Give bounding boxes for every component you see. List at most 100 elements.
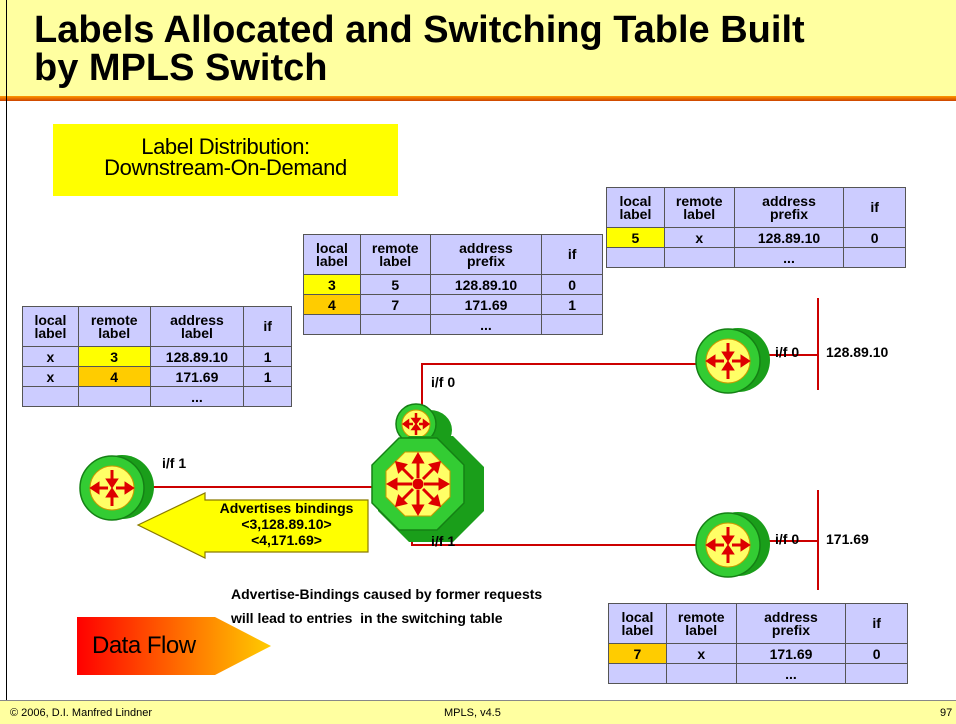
table-row: ... [608,663,908,684]
advertise-line-3: <4,171.69> [251,532,322,548]
cell-if: 1 [243,346,292,367]
router-top-right-icon [695,328,770,394]
cell-address: ... [735,663,847,684]
router-bottom-right-icon [695,512,770,578]
cell-remote-label: 3 [77,346,151,367]
cell-address: ... [429,314,543,335]
left-border-line [6,0,7,700]
cell-address: 128.89.10 [429,274,543,295]
header-local-label: local label [22,306,79,347]
label-distribution-line-1: Label Distribution: [141,134,310,159]
cell-local-label: 3 [303,274,361,295]
cell-remote-label: 4 [77,366,151,387]
data-flow-label: Data Flow [92,632,196,659]
interface-label-router-bottom: i/f 0 [775,531,800,547]
data-flow-arrow-shape [77,617,271,675]
network-label-171-69: 171.69 [826,531,869,547]
cell-local-label [606,247,665,268]
cell-address: 128.89.10 [149,346,245,367]
binding-note: Advertise-Bindings caused by former requ… [231,582,542,630]
cell-if [243,386,292,407]
table-row: 3 5 128.89.10 0 [303,274,603,295]
advertise-bindings-text: Advertises bindings <3,128.89.10> <4,171… [205,500,368,548]
header-address-prefix: address prefix [733,187,845,228]
table-row: 7 x 171.69 0 [608,643,908,664]
footer-copyright: © 2006, D.I. Manfred Lindner [10,707,153,719]
link-switch-to-top-router [421,363,720,405]
cell-remote-label [77,386,151,407]
table-header-row: local label remote label address prefix … [608,603,908,644]
mpls-switch-icon [371,403,484,542]
cell-local-label: 4 [303,294,361,315]
switching-table-left: local label remote label address label i… [22,306,292,407]
cell-local-label [608,663,667,684]
cell-remote-label [359,314,431,335]
cell-local-label: x [22,346,79,367]
cell-remote-label: x [665,643,737,664]
header-remote-label: remote label [359,234,431,275]
switching-table-switch: local label remote label address prefix … [303,234,603,335]
header-remote-label: remote label [663,187,735,228]
footer-page-number: 97 [940,707,953,719]
interface-label-router-top: i/f 0 [775,344,800,360]
cell-if: 1 [243,366,292,387]
label-distribution-line-2: Downstream-On-Demand [104,155,347,180]
title-bar: Labels Allocated and Switching Table Bui… [0,0,956,100]
router-left-icon [79,455,154,521]
table-row: 5 x 128.89.10 0 [606,227,906,248]
cell-local-label [22,386,79,407]
cell-remote-label: 5 [359,274,431,295]
cell-address: ... [149,386,245,407]
title-line-1: Labels Allocated and Switching Table Bui… [34,9,805,51]
header-if: if [845,603,908,644]
cell-if [843,247,906,268]
table-header-row: local label remote label address prefix … [606,187,906,228]
interface-label-switch-bottom: i/f 1 [431,533,456,549]
cell-local-label: 7 [608,643,667,664]
cell-remote-label: x [663,227,735,248]
header-if: if [843,187,906,228]
table-row: x 4 171.69 1 [22,366,292,387]
interface-label-switch-top: i/f 0 [431,374,456,390]
cell-address: 171.69 [149,366,245,387]
cell-if: 0 [843,227,906,248]
header-address-label: address label [149,306,245,347]
header-if: if [541,234,603,275]
interface-label-switch-left: i/f 1 [162,455,187,471]
header-remote-label: remote label [665,603,737,644]
header-remote-label: remote label [77,306,151,347]
table-header-row: local label remote label address prefix … [303,234,603,275]
switching-table-bottom-right: local label remote label address prefix … [608,603,908,684]
title-line-2: by MPLS Switch [34,47,328,89]
cell-address: 128.89.10 [733,227,845,248]
header-address-prefix: address prefix [429,234,543,275]
cell-address: 171.69 [429,294,543,315]
footer-bar: © 2006, D.I. Manfred Lindner MPLS, v4.5 … [0,700,956,724]
table-row: ... [303,314,603,335]
network-label-128-89-10: 128.89.10 [826,344,889,360]
cell-local-label [303,314,361,335]
cell-address: 171.69 [735,643,847,664]
cell-if: 0 [541,274,603,295]
cell-remote-label [663,247,735,268]
cell-if [541,314,603,335]
header-if: if [243,306,292,347]
switching-table-top-right: local label remote label address prefix … [606,187,906,268]
note-line-1: Advertise-Bindings caused by former requ… [231,586,543,602]
note-line-2: will lead to entries in the switching ta… [231,610,503,626]
header-local-label: local label [608,603,667,644]
label-distribution-box: Label Distribution: Downstream-On-Demand [53,124,398,196]
table-row: ... [606,247,906,268]
table-row: ... [22,386,292,407]
footer-course: MPLS, v4.5 [444,707,501,719]
header-local-label: local label [303,234,361,275]
cell-remote-label: 7 [359,294,431,315]
header-address-prefix: address prefix [735,603,847,644]
cell-if: 0 [845,643,908,664]
slide-title: Labels Allocated and Switching Table Bui… [34,11,934,87]
title-underline [0,96,956,101]
advertise-line-2: <3,128.89.10> [241,516,332,532]
table-header-row: local label remote label address label i… [22,306,292,347]
